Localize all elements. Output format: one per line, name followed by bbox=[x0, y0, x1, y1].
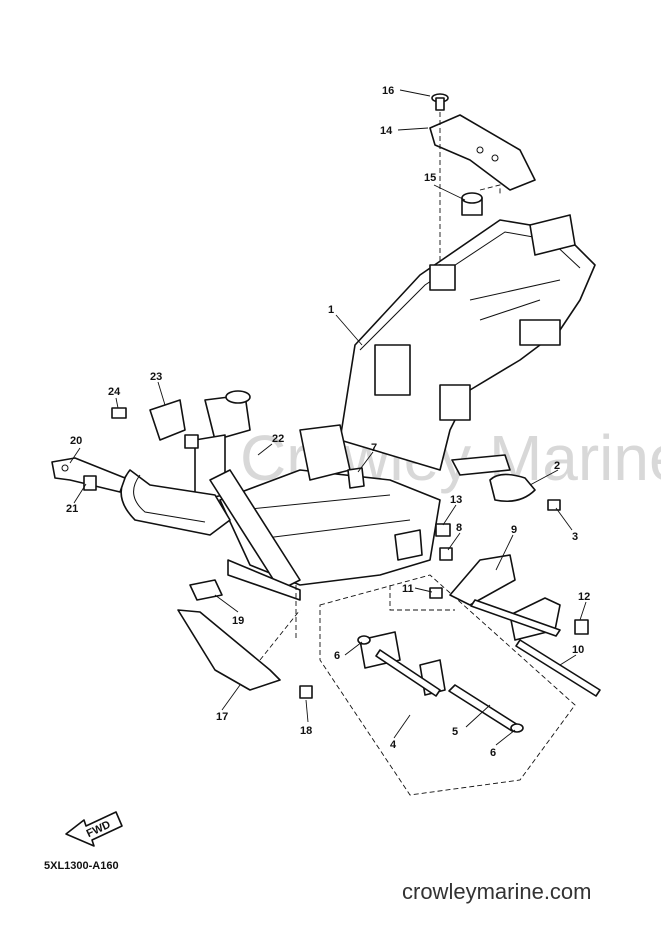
callout-6b: 6 bbox=[490, 747, 496, 759]
callouts: 16 14 15 1 23 24 20 22 7 2 21 13 8 9 3 1… bbox=[66, 85, 590, 759]
side-parts bbox=[347, 454, 561, 561]
site-url: crowleymarine.com bbox=[402, 879, 592, 904]
callout-16: 16 bbox=[382, 85, 394, 97]
callout-24: 24 bbox=[108, 386, 121, 398]
callout-10: 10 bbox=[572, 644, 584, 656]
front-left-parts bbox=[51, 399, 199, 493]
fwd-arrow-icon: FWD bbox=[65, 811, 123, 847]
callout-22: 22 bbox=[272, 433, 284, 445]
under-cover-parts bbox=[177, 579, 313, 699]
frame-assembly bbox=[120, 214, 596, 601]
callout-12: 12 bbox=[578, 591, 590, 603]
callout-2: 2 bbox=[554, 460, 560, 472]
callout-23: 23 bbox=[150, 371, 162, 383]
callout-15: 15 bbox=[424, 172, 436, 184]
callout-6a: 6 bbox=[334, 650, 340, 662]
top-bracket-parts bbox=[429, 93, 536, 265]
callout-5: 5 bbox=[452, 726, 458, 738]
diagram-code: 5XL1300-A160 bbox=[44, 860, 119, 872]
callout-11: 11 bbox=[402, 583, 414, 595]
callout-9: 9 bbox=[511, 524, 517, 536]
callout-18: 18 bbox=[300, 725, 312, 737]
callout-14: 14 bbox=[380, 125, 393, 137]
callout-20: 20 bbox=[70, 435, 82, 447]
callout-17: 17 bbox=[216, 711, 228, 723]
callout-19: 19 bbox=[232, 615, 244, 627]
leader-lines bbox=[69, 89, 587, 746]
callout-4: 4 bbox=[390, 739, 397, 751]
callout-13: 13 bbox=[450, 494, 462, 506]
callout-3: 3 bbox=[572, 531, 578, 543]
engine-mount-parts bbox=[319, 554, 601, 796]
callout-7: 7 bbox=[371, 442, 377, 454]
callout-1: 1 bbox=[328, 304, 334, 316]
callout-8: 8 bbox=[456, 522, 462, 534]
callout-21: 21 bbox=[66, 503, 78, 515]
